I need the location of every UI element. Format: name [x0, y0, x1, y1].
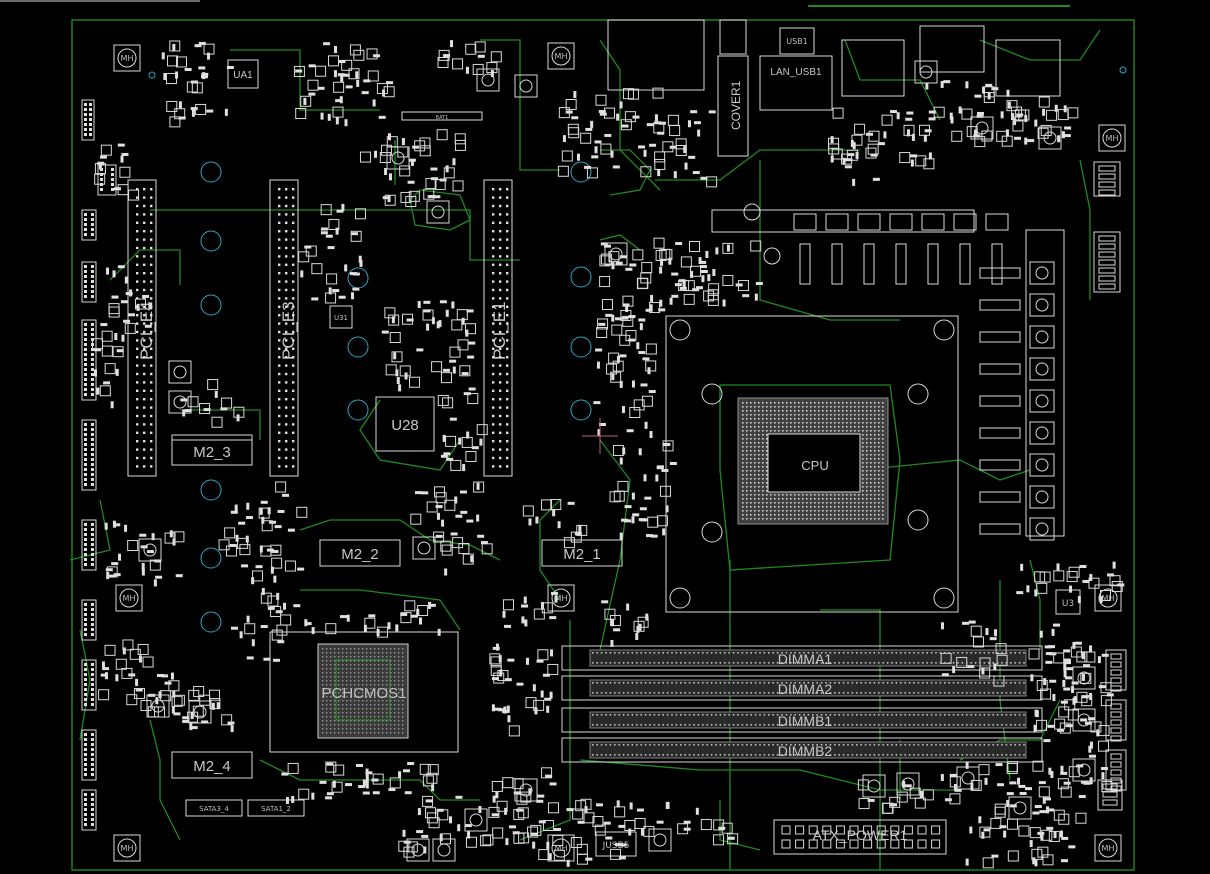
m2-slot-3: M2_3 — [171, 434, 253, 466]
cpu-socket: CPU — [665, 315, 959, 613]
right-headers — [1093, 161, 1127, 811]
ic-u3: U3 — [1055, 589, 1081, 615]
svg-text:U3: U3 — [1062, 599, 1074, 609]
m2-slot-4: M2_4 — [171, 751, 253, 779]
m2-slot-2: M2_2 — [319, 539, 401, 567]
svg-text:LAN_USB1: LAN_USB1 — [770, 67, 822, 78]
usb1-connector: USB1 — [779, 27, 815, 55]
ic-ua1: UA1 — [227, 59, 259, 89]
svg-text:MH: MH — [121, 54, 134, 63]
svg-text:SATA3_4: SATA3_4 — [199, 805, 229, 813]
svg-text:MH: MH — [555, 52, 568, 61]
svg-text:SATA1_2: SATA1_2 — [261, 805, 291, 813]
lan-usb-connector: LAN_USB1 — [759, 55, 833, 111]
svg-text:U28: U28 — [391, 417, 419, 434]
pcie-slot-e1: PCI_E1 — [483, 179, 513, 477]
cursor-crosshair — [582, 418, 618, 454]
m2-slot-1: M2_1 — [541, 539, 623, 567]
rear-connector-2 — [607, 19, 1061, 97]
dimm-slot-b2: DIMMB2 — [561, 737, 1043, 763]
pch-chip: PCHCMOS1 — [269, 631, 459, 753]
smd-components — [92, 40, 1125, 869]
vrm-chokes-top — [743, 203, 1009, 285]
mh-pads: MH MH MH MH MH MH MH MH MH — [113, 42, 1126, 862]
ic-u28: U28 — [375, 396, 435, 452]
svg-text:M2_4: M2_4 — [193, 758, 231, 775]
rear-io-cover: COVER1 — [717, 19, 749, 157]
battery: BAT1 — [401, 111, 483, 121]
svg-text:MH: MH — [1106, 134, 1119, 143]
svg-text:ATX_POWER1: ATX_POWER1 — [813, 827, 908, 843]
vrm-chokes-right — [979, 261, 1055, 541]
sata-1-2: SATA1_2 — [247, 799, 305, 817]
svg-text:CPU: CPU — [801, 458, 828, 473]
svg-text:U31: U31 — [334, 314, 348, 322]
left-headers — [81, 99, 117, 831]
sata-3-4: SATA3_4 — [185, 799, 243, 817]
svg-text:MH: MH — [121, 844, 134, 853]
atx-power-connector: ATX_POWER1 — [773, 819, 947, 855]
board-edge — [71, 19, 1135, 871]
svg-text:MH: MH — [555, 844, 568, 853]
svg-text:PCI_E3: PCI_E3 — [279, 301, 298, 360]
dimm-slot-b1: DIMMB1 — [561, 707, 1043, 733]
svg-text:MH: MH — [1102, 594, 1115, 603]
mounting-holes — [148, 66, 1127, 633]
svg-text:PCI_E4: PCI_E4 — [137, 301, 156, 360]
svg-text:BAT1: BAT1 — [436, 115, 449, 121]
svg-text:PCHCMOS1: PCHCMOS1 — [321, 685, 406, 702]
svg-text:MH: MH — [555, 594, 568, 603]
svg-text:PCI_E1: PCI_E1 — [490, 301, 509, 360]
ic-u31: U31 — [329, 305, 353, 329]
dimm-slot-a2: DIMMA2 — [561, 675, 1043, 701]
svg-text:M2_1: M2_1 — [563, 546, 601, 563]
svg-text:MH: MH — [123, 594, 136, 603]
svg-text:MH: MH — [1102, 844, 1115, 853]
svg-text:M2_3: M2_3 — [193, 444, 231, 461]
svg-text:UA1: UA1 — [233, 70, 253, 81]
svg-text:M2_2: M2_2 — [341, 546, 379, 563]
svg-text:USB1: USB1 — [786, 37, 808, 46]
svg-text:COVER1: COVER1 — [729, 80, 743, 130]
